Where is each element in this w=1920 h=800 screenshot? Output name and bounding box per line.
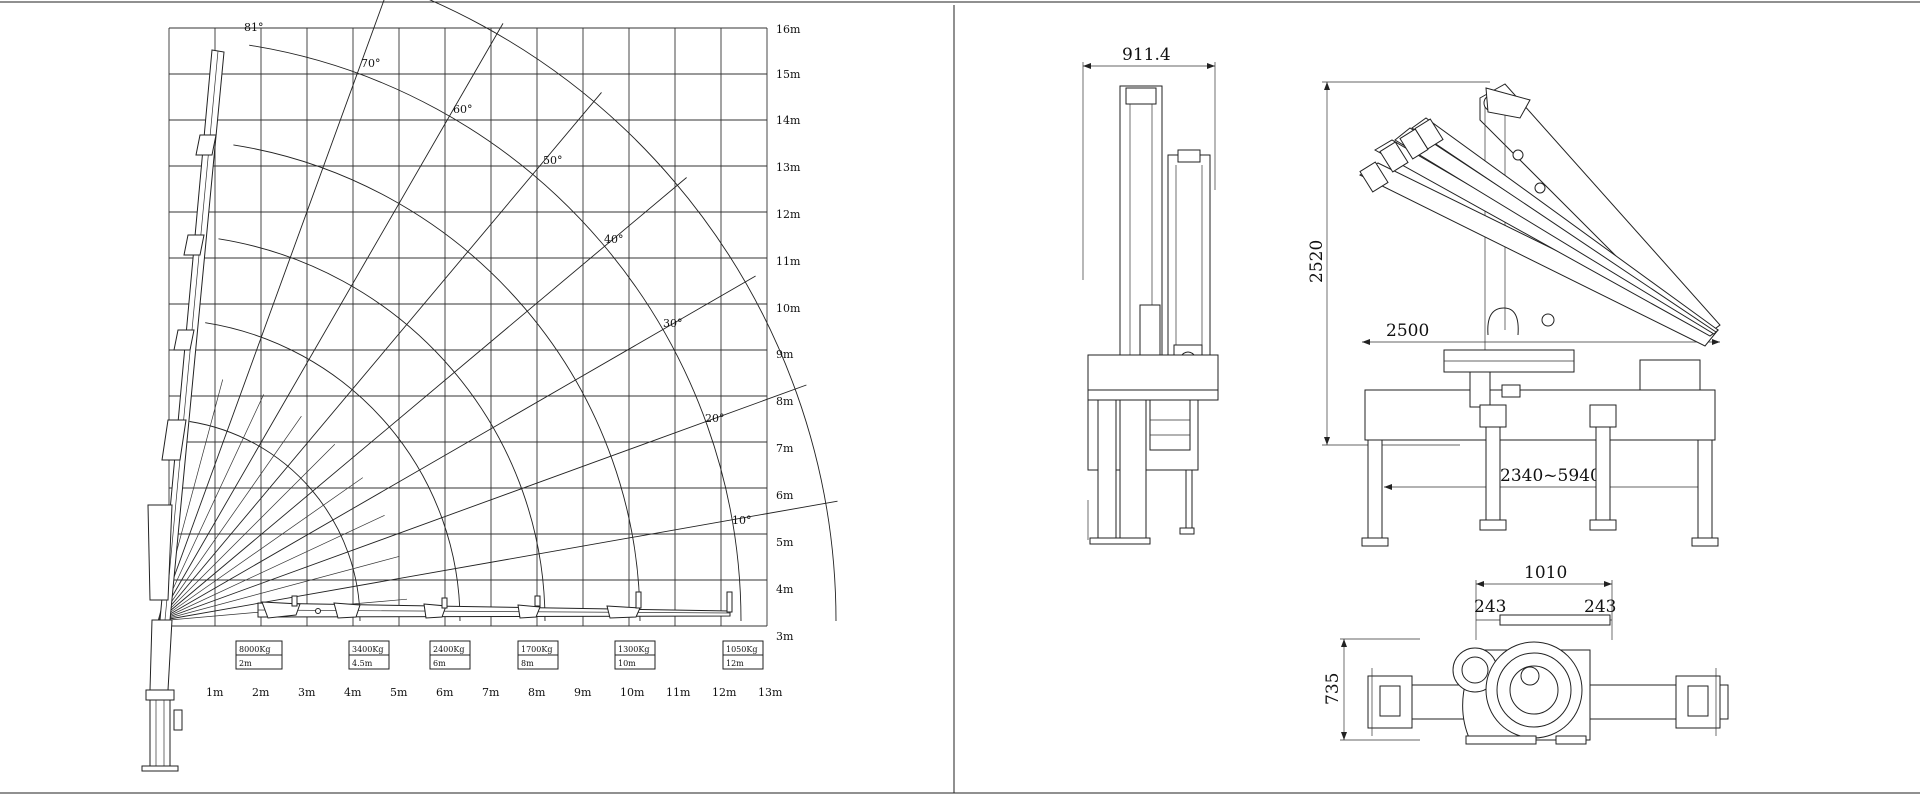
y-axis-labels: 3m 4m 5m 6m 7m 8m 9m 10m 11m 12m 13m 14m… (776, 23, 801, 643)
x-tick-label: 1m (206, 686, 224, 699)
dim-height: 2520 (1307, 240, 1327, 283)
y-tick-label: 9m (776, 348, 794, 361)
x-tick-label: 2m (252, 686, 270, 699)
fan-line (157, 514, 385, 622)
dim-outrigger-span: 2340~5940 (1500, 466, 1601, 486)
y-tick-label: 12m (776, 208, 801, 221)
angle-label: 10° (732, 514, 752, 527)
boom-angle-ray (157, 92, 602, 622)
boom-angle-ray (157, 177, 687, 622)
y-tick-label: 10m (776, 302, 801, 315)
x-tick-label: 10m (620, 686, 645, 699)
boom-angle-ray (157, 0, 385, 622)
angle-label: 30° (663, 317, 683, 330)
dim-base-depth: 735 (1323, 673, 1343, 705)
boom-angle-ray (157, 23, 504, 622)
y-tick-label: 8m (776, 395, 794, 408)
boom-angle-ray (157, 275, 756, 622)
reach-arcs (189, 0, 837, 622)
crane-side-view: 911.4 (1082, 45, 1219, 545)
angle-label: 50° (543, 154, 563, 167)
load-box: 2400Kg 6m (429, 640, 471, 670)
y-tick-label: 7m (776, 442, 794, 455)
load-box: 3400Kg 4.5m (348, 640, 390, 670)
boom-angle-rays (157, 0, 838, 622)
boom-angle-ray (157, 384, 807, 622)
reach-arc (218, 238, 546, 622)
dim-side-width: 911.4 (1122, 45, 1171, 65)
load-radius: 8m (521, 659, 534, 668)
dim-base-left: 243 (1474, 597, 1506, 617)
fan-line (157, 415, 302, 622)
y-tick-label: 13m (776, 161, 801, 174)
load-weight: 1050Kg (726, 645, 757, 654)
dim-base-width: 1010 (1524, 563, 1567, 583)
reach-arc (249, 44, 742, 622)
x-tick-label: 11m (666, 686, 691, 699)
load-box: 1700Kg 8m (517, 640, 559, 670)
y-tick-label: 15m (776, 68, 801, 81)
load-weight: 2400Kg (433, 645, 464, 654)
fan-line (157, 477, 364, 622)
load-radius: 2m (239, 659, 252, 668)
x-tick-label: 9m (574, 686, 592, 699)
load-radius: 4.5m (352, 659, 373, 668)
y-tick-label: 3m (776, 630, 794, 643)
reach-arc (429, 0, 837, 622)
load-chart: 3m 4m 5m 6m 7m 8m 9m 10m 11m 12m 13m 14m… (141, 0, 838, 772)
x-tick-label: 3m (298, 686, 316, 699)
y-tick-label: 6m (776, 489, 794, 502)
x-tick-label: 8m (528, 686, 546, 699)
y-tick-label: 5m (776, 536, 794, 549)
x-tick-label: 4m (344, 686, 362, 699)
angle-label: 40° (604, 233, 624, 246)
y-tick-label: 14m (776, 114, 801, 127)
y-tick-label: 11m (776, 255, 801, 268)
reach-arc (189, 421, 361, 622)
angle-label: 81° (244, 21, 264, 34)
dim-base-right: 243 (1584, 597, 1616, 617)
load-weight: 8000Kg (239, 645, 270, 654)
fan-line (157, 443, 336, 622)
angle-label: 20° (705, 412, 725, 425)
x-tick-label: 7m (482, 686, 500, 699)
reach-arc (205, 322, 461, 622)
horizontal-boom (257, 591, 733, 619)
angle-label: 70° (361, 57, 381, 70)
angle-label: 60° (453, 103, 473, 116)
load-radius: 10m (618, 659, 636, 668)
boom-angle-ray (157, 500, 838, 622)
load-weight: 3400Kg (352, 645, 383, 654)
load-box: 1050Kg 12m (722, 640, 764, 670)
y-tick-label: 4m (776, 583, 794, 596)
crane-top-view: 1010 243 243 735 (1323, 563, 1729, 745)
load-weight: 1300Kg (618, 645, 649, 654)
load-weight: 1700Kg (521, 645, 552, 654)
x-tick-label: 6m (436, 686, 454, 699)
load-box: 1300Kg 10m (614, 640, 656, 670)
fan-line (157, 394, 265, 622)
x-tick-label: 5m (390, 686, 408, 699)
fan-line (157, 555, 400, 622)
chart-grid (168, 27, 768, 627)
crane-front-view: 2520 2500 2340~5940 (1307, 81, 1721, 547)
x-axis-labels: 1m 2m 3m 4m 5m 6m 7m 8m 9m 10m 11m 12m 1… (206, 686, 783, 699)
load-box: 8000Kg 2m (235, 640, 283, 670)
dim-column-reach: 2500 (1386, 321, 1429, 341)
y-tick-label: 16m (776, 23, 801, 36)
x-tick-label: 12m (712, 686, 737, 699)
angle-labels: 10° 20° 30° 40° 50° 60° 70° 81° (244, 21, 752, 527)
raised-boom (141, 49, 225, 772)
reach-arc (233, 144, 641, 622)
x-tick-label: 13m (758, 686, 783, 699)
load-radius: 6m (433, 659, 446, 668)
load-boxes: 8000Kg 2m 3400Kg 4.5m 2400Kg 6m 1700Kg 8… (235, 640, 764, 670)
load-radius: 12m (726, 659, 744, 668)
